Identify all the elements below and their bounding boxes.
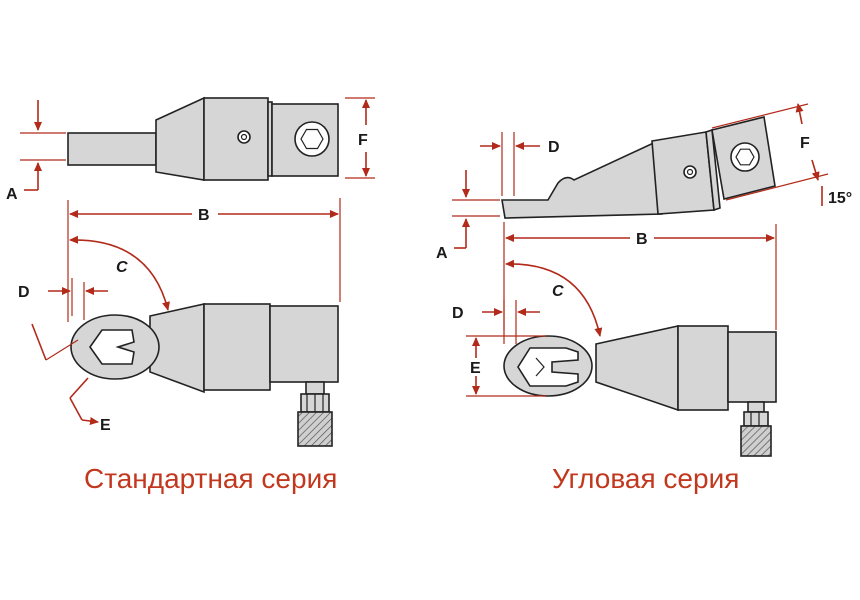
angled-top-stem	[747, 401, 765, 413]
angled-label-e: E	[470, 360, 481, 377]
angled-label-f: F	[800, 135, 810, 152]
angled-side-body	[651, 131, 715, 215]
standard-top-hex-opening	[89, 329, 135, 365]
angled-dim-d-top: D	[480, 132, 560, 196]
standard-side-body	[203, 97, 269, 181]
angled-dim-f: F 15°	[711, 103, 852, 207]
standard-dim-b: B	[67, 198, 341, 322]
angled-dim-b: B	[503, 222, 777, 330]
standard-side-screw	[237, 130, 251, 144]
standard-top-head	[269, 305, 339, 383]
standard-label-b: B	[198, 207, 210, 224]
standard-label-f: F	[358, 132, 368, 149]
angled-label-b: B	[636, 231, 648, 248]
angled-series-diagram: A D F 15° B	[436, 103, 852, 494]
standard-top-view	[70, 303, 339, 447]
standard-side-socket	[294, 121, 330, 157]
standard-label-e: E	[100, 417, 111, 434]
standard-dim-e: E	[31, 323, 111, 434]
angled-side-view	[501, 116, 776, 219]
standard-label-d: D	[18, 284, 30, 301]
standard-label-c: C	[116, 259, 128, 276]
standard-side-shaft	[67, 132, 157, 166]
standard-dim-f: F	[345, 97, 375, 179]
angled-dim-e: E	[466, 335, 546, 397]
angled-side-shaft	[501, 138, 663, 219]
angled-label-c: C	[552, 283, 564, 300]
angled-label-d-bottom: D	[452, 305, 464, 322]
standard-side-hex-icon	[300, 128, 324, 150]
standard-side-view	[67, 96, 339, 181]
standard-series-diagram: A F B C	[6, 96, 375, 494]
standard-dim-c: C	[69, 235, 170, 311]
angled-top-hex-opening	[517, 347, 579, 387]
angled-label-d-top: D	[548, 139, 560, 156]
angled-top-knob	[740, 425, 772, 457]
standard-caption: Стандартная серия	[84, 463, 337, 494]
standard-top-body	[203, 303, 271, 391]
angled-caption: Угловая серия	[552, 463, 739, 494]
angled-side-hex-icon	[735, 148, 755, 166]
standard-label-a: A	[6, 186, 18, 203]
angled-side-socket	[730, 142, 760, 172]
standard-side-taper	[155, 96, 205, 181]
angled-top-nut	[743, 411, 769, 427]
angled-top-view	[503, 325, 777, 457]
angled-top-neck	[595, 325, 679, 412]
angled-label-a: A	[436, 245, 448, 262]
standard-dim-a: A	[6, 100, 66, 203]
standard-dim-d: D	[18, 278, 108, 320]
standard-top-knob	[297, 411, 333, 447]
angled-dim-d-bottom: D	[452, 300, 540, 344]
angled-dim-c: C	[505, 259, 603, 337]
angled-dim-a: A	[436, 170, 500, 262]
angled-label-angle: 15°	[828, 190, 852, 207]
standard-top-stem	[305, 381, 325, 395]
angled-top-body	[677, 325, 729, 411]
angled-side-screw	[683, 165, 697, 179]
angled-top-head	[727, 331, 777, 403]
